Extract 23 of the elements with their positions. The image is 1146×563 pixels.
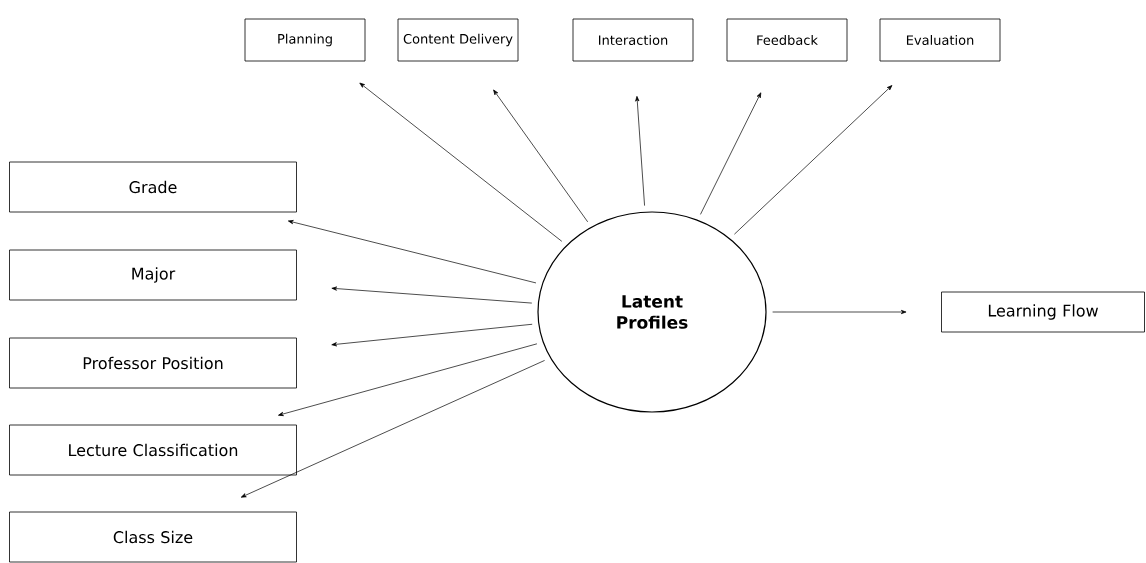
arrow (331, 286, 533, 304)
factor-box: Evaluation (879, 18, 1001, 62)
arrow (493, 89, 589, 223)
arrow (734, 85, 893, 235)
arrow (278, 343, 538, 416)
factor-box: Interaction (572, 18, 694, 62)
factor-box: Feedback (726, 18, 848, 62)
circle-node: Latent Profiles (537, 211, 767, 413)
factor-box: Learning Flow (941, 291, 1145, 333)
arrow (700, 92, 762, 215)
arrow (288, 220, 537, 284)
factor-box: Major (9, 249, 297, 301)
factor-box: Content Delivery (397, 18, 519, 62)
factor-box: Class Size (9, 511, 297, 563)
arrow (635, 96, 645, 206)
arrow (240, 360, 545, 498)
factor-box: Lecture Classification (9, 424, 297, 476)
factor-box: Grade (9, 161, 297, 213)
arrow (359, 82, 563, 242)
factor-box: Professor Position (9, 337, 297, 389)
arrow (331, 323, 533, 347)
factor-box: Planning (244, 18, 366, 62)
arrow (772, 309, 907, 315)
